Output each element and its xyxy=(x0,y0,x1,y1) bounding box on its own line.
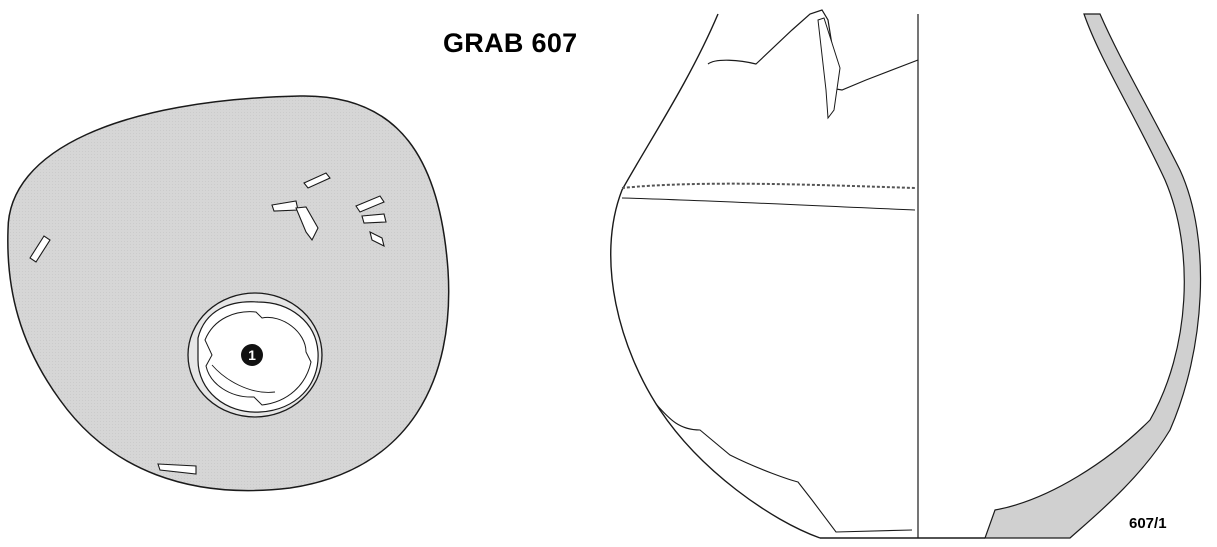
bone-fragment xyxy=(369,230,385,248)
bone-fragment xyxy=(157,463,197,475)
shoulder-band-bottom xyxy=(621,197,916,211)
pot-drawing xyxy=(610,9,1202,539)
bone-fragment xyxy=(361,213,387,224)
bone-fragment xyxy=(295,206,319,242)
bone-fragment xyxy=(303,172,331,189)
bone-fragments xyxy=(29,172,387,475)
grave-title: GRAB 607 xyxy=(443,28,578,58)
grave-pit-outline xyxy=(7,95,450,492)
find-marker-1-label: 1 xyxy=(248,347,256,363)
break-edge-upper xyxy=(707,9,919,91)
break-edge-upper-inner xyxy=(817,17,841,120)
bone-fragment xyxy=(355,195,385,213)
shoulder-band-top xyxy=(621,182,916,189)
pot-outer-profile-left xyxy=(610,13,821,539)
bone-fragment xyxy=(29,235,51,263)
find-number-label: 607/1 xyxy=(1129,515,1167,532)
break-edge-lower xyxy=(655,403,913,533)
find-marker-1: 1 xyxy=(241,344,263,366)
pot-section-profile-right xyxy=(984,13,1202,539)
grave-plan: 1 xyxy=(7,95,450,492)
